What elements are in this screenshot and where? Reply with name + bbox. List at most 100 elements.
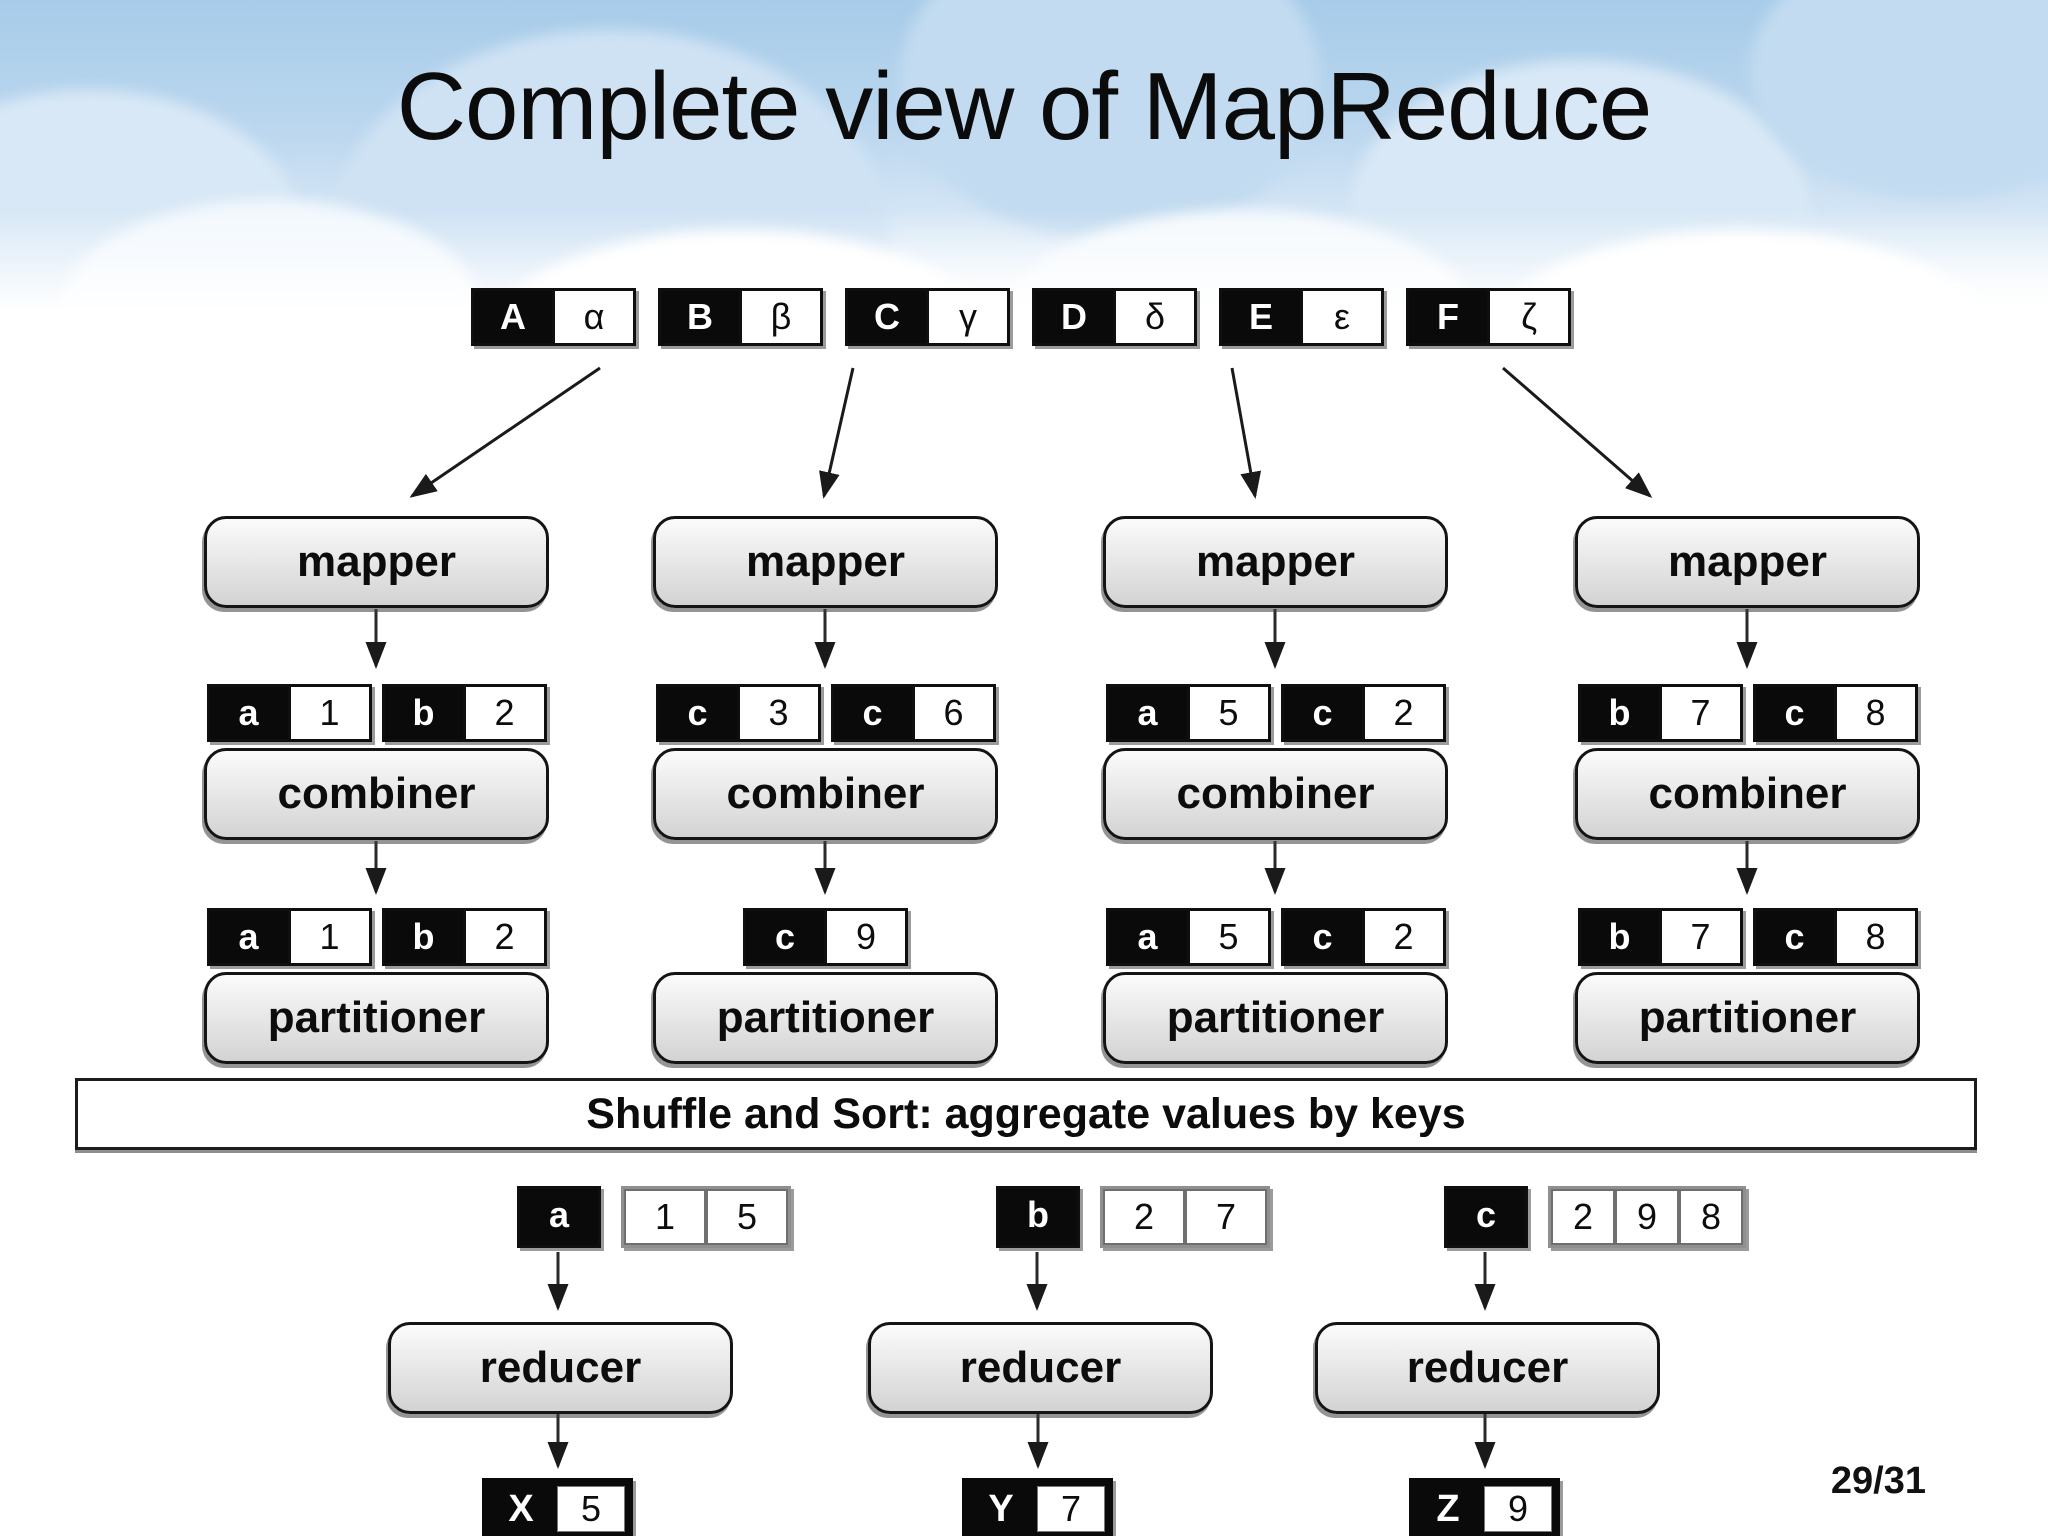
kv-pair: B β bbox=[658, 288, 823, 346]
combiner-box: combiner bbox=[1103, 748, 1448, 840]
mapper-box: mapper bbox=[204, 516, 549, 608]
slide-title: Complete view of MapReduce bbox=[396, 53, 1653, 160]
map-column-2: mapper c 3 c 6 combiner c 9 partitioner bbox=[653, 516, 998, 1068]
key-cell: c bbox=[746, 911, 824, 963]
kv-pair: c 3 bbox=[655, 684, 821, 742]
key-cell: a bbox=[209, 911, 288, 963]
kv-pair: a 1 bbox=[206, 684, 372, 742]
key-cell: c bbox=[1447, 1189, 1525, 1241]
key-cell: c bbox=[1283, 911, 1362, 963]
value-cell: 8 bbox=[1679, 1189, 1743, 1245]
kv-key: c bbox=[1444, 1186, 1528, 1248]
value-cell: 7 bbox=[1658, 687, 1740, 739]
value-cell: β bbox=[739, 291, 820, 343]
diagonal-arrow bbox=[819, 367, 855, 499]
value-cell: 2 bbox=[462, 911, 544, 963]
map-column-1: mapper a 1 b 2 combiner a 1 b 2 partitio… bbox=[204, 516, 549, 1068]
key-cell: b bbox=[1580, 911, 1659, 963]
kv-pair: c 8 bbox=[1752, 908, 1918, 966]
key-cell: a bbox=[520, 1189, 598, 1241]
value-cell: α bbox=[552, 291, 633, 343]
key-cell: b bbox=[1580, 687, 1659, 739]
value-cell: 7 bbox=[1185, 1189, 1267, 1245]
value-cell: 1 bbox=[287, 687, 369, 739]
value-cell: ε bbox=[1300, 291, 1381, 343]
key-cell: c bbox=[833, 687, 912, 739]
value-cell: δ bbox=[1113, 291, 1194, 343]
key-cell: c bbox=[658, 687, 737, 739]
value-cell: 5 bbox=[706, 1189, 788, 1245]
kv-pair: b 7 bbox=[1577, 908, 1743, 966]
diagonal-arrow bbox=[1230, 367, 1262, 499]
mapper-box: mapper bbox=[1103, 516, 1448, 608]
partitioner-box: partitioner bbox=[653, 972, 998, 1064]
combine-output-row: a 5 c 2 bbox=[1103, 908, 1448, 966]
key-cell: A bbox=[474, 291, 552, 343]
key-cell: b bbox=[384, 687, 463, 739]
kv-pair: c 6 bbox=[830, 684, 996, 742]
value-list: 2 7 bbox=[1100, 1186, 1270, 1248]
value-cell: 1 bbox=[287, 911, 369, 963]
combiner-box: combiner bbox=[1575, 748, 1920, 840]
key-cell: F bbox=[1409, 291, 1487, 343]
kv-key: a bbox=[517, 1186, 601, 1248]
value-cell: 2 bbox=[1361, 911, 1443, 963]
kv-key: b bbox=[996, 1186, 1080, 1248]
kv-pair: C γ bbox=[845, 288, 1010, 346]
output-pair-z: Z 9 bbox=[1409, 1478, 1560, 1536]
kv-pair: A α bbox=[471, 288, 636, 346]
map-column-4: mapper b 7 c 8 combiner b 7 c 8 partitio… bbox=[1575, 516, 1920, 1068]
kv-pair: b 2 bbox=[381, 684, 547, 742]
aggregated-group-a: a 1 5 bbox=[517, 1186, 791, 1248]
value-cell: 2 bbox=[1103, 1189, 1185, 1245]
key-cell: a bbox=[209, 687, 288, 739]
value-cell: 5 bbox=[1186, 687, 1268, 739]
key-cell: X bbox=[508, 1487, 534, 1530]
value-cell: 5 bbox=[557, 1486, 625, 1532]
key-cell: a bbox=[1108, 911, 1187, 963]
combine-output-row: c 9 bbox=[653, 908, 998, 966]
reducer-box: reducer bbox=[1315, 1322, 1660, 1414]
value-cell: 7 bbox=[1037, 1486, 1105, 1532]
mapper-box: mapper bbox=[1575, 516, 1920, 608]
value-cell: γ bbox=[926, 291, 1007, 343]
value-cell: 9 bbox=[1484, 1486, 1552, 1532]
value-cell: 3 bbox=[736, 687, 818, 739]
kv-pair: c 8 bbox=[1752, 684, 1918, 742]
value-cell: 2 bbox=[462, 687, 544, 739]
shuffle-sort-bar: Shuffle and Sort: aggregate values by ke… bbox=[75, 1078, 1977, 1150]
map-output-row: a 1 b 2 bbox=[204, 684, 549, 742]
output-pair-x: X 5 bbox=[482, 1478, 633, 1536]
key-cell: c bbox=[1283, 687, 1362, 739]
kv-pair: c 2 bbox=[1280, 908, 1446, 966]
kv-pair: a 1 bbox=[206, 908, 372, 966]
combine-output-row: a 1 b 2 bbox=[204, 908, 549, 966]
kv-pair: a 5 bbox=[1105, 908, 1271, 966]
mapper-box: mapper bbox=[653, 516, 998, 608]
kv-pair: F ζ bbox=[1406, 288, 1571, 346]
page-number: 29/31 bbox=[1830, 1460, 1926, 1502]
value-cell: 6 bbox=[911, 687, 993, 739]
kv-pair: a 5 bbox=[1105, 684, 1271, 742]
value-cell: 7 bbox=[1658, 911, 1740, 963]
kv-pair: D δ bbox=[1032, 288, 1197, 346]
diagonal-arrow bbox=[1502, 366, 1653, 498]
value-cell: 9 bbox=[1615, 1189, 1679, 1245]
value-list: 1 5 bbox=[621, 1186, 791, 1248]
value-cell: 8 bbox=[1833, 911, 1915, 963]
aggregated-group-b: b 2 7 bbox=[996, 1186, 1270, 1248]
kv-pair: b 7 bbox=[1577, 684, 1743, 742]
key-cell: Z bbox=[1436, 1487, 1460, 1530]
reducer-box: reducer bbox=[868, 1322, 1213, 1414]
partitioner-box: partitioner bbox=[1103, 972, 1448, 1064]
key-cell: B bbox=[661, 291, 739, 343]
kv-pair: E ε bbox=[1219, 288, 1384, 346]
combiner-box: combiner bbox=[653, 748, 998, 840]
combiner-box: combiner bbox=[204, 748, 549, 840]
key-cell: b bbox=[999, 1189, 1077, 1241]
map-output-row: c 3 c 6 bbox=[653, 684, 998, 742]
value-cell: 2 bbox=[1361, 687, 1443, 739]
map-output-row: a 5 c 2 bbox=[1103, 684, 1448, 742]
value-cell: 9 bbox=[824, 911, 905, 963]
